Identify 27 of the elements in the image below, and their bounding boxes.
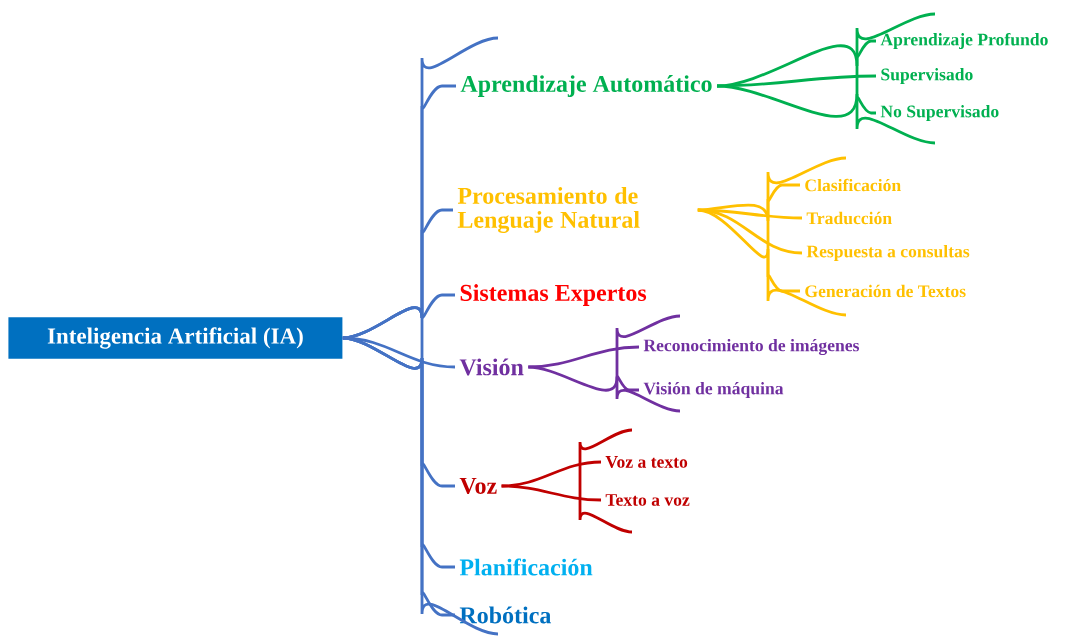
- category-label: Visión: [459, 358, 524, 376]
- item-label: Visión de máquina: [643, 382, 784, 398]
- root-box: Inteligencia Artificial (IA): [8, 317, 343, 359]
- connector: [528, 345, 640, 369]
- connector: [716, 39, 876, 88]
- category-label: Aprendizaje Automático: [460, 75, 712, 97]
- connector: [528, 365, 639, 392]
- item-label: Supervisado: [881, 68, 973, 84]
- category-label: Procesamiento de Lenguaje Natural: [457, 187, 640, 233]
- item-label: Clasificación: [805, 178, 901, 192]
- item-label: Traducción: [806, 211, 892, 225]
- category-label: Voz: [459, 477, 497, 495]
- category-label: Sistemas Expertos: [460, 284, 647, 306]
- connector: [501, 484, 602, 502]
- connector: [716, 84, 876, 118]
- item-label: Aprendizaje Profundo: [880, 32, 1048, 50]
- item-label: Voz a texto: [605, 456, 688, 468]
- item-label: Texto a voz: [605, 494, 690, 506]
- connector: [342, 293, 455, 340]
- category-label: Planificación: [459, 558, 593, 576]
- item-label: Respuesta a consultas: [806, 245, 970, 261]
- item-label: Generación de Textos: [805, 284, 966, 298]
- connector: [697, 183, 800, 223]
- item-label: No Supervisado: [880, 105, 999, 121]
- category-label: Robótica: [459, 606, 552, 624]
- item-label: Reconocimiento de imágenes: [643, 338, 860, 356]
- connector: [697, 208, 800, 293]
